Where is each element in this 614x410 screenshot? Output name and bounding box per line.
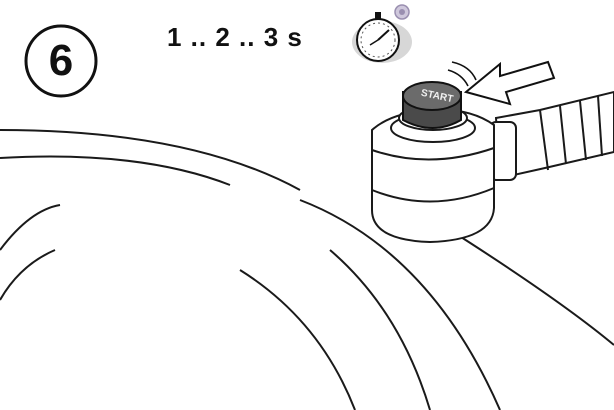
timing-text: 1 .. 2 .. 3 s	[167, 22, 303, 52]
press-motion-marks	[447, 61, 477, 87]
stopwatch-icon	[352, 4, 412, 63]
start-valve	[371, 105, 495, 244]
tank-arcs	[0, 129, 614, 410]
push-arrow-icon	[463, 60, 556, 106]
step-circle-icon	[24, 24, 98, 98]
step-number: 6	[48, 36, 74, 85]
hose-fitting	[489, 90, 614, 181]
start-button-icon	[402, 81, 462, 129]
